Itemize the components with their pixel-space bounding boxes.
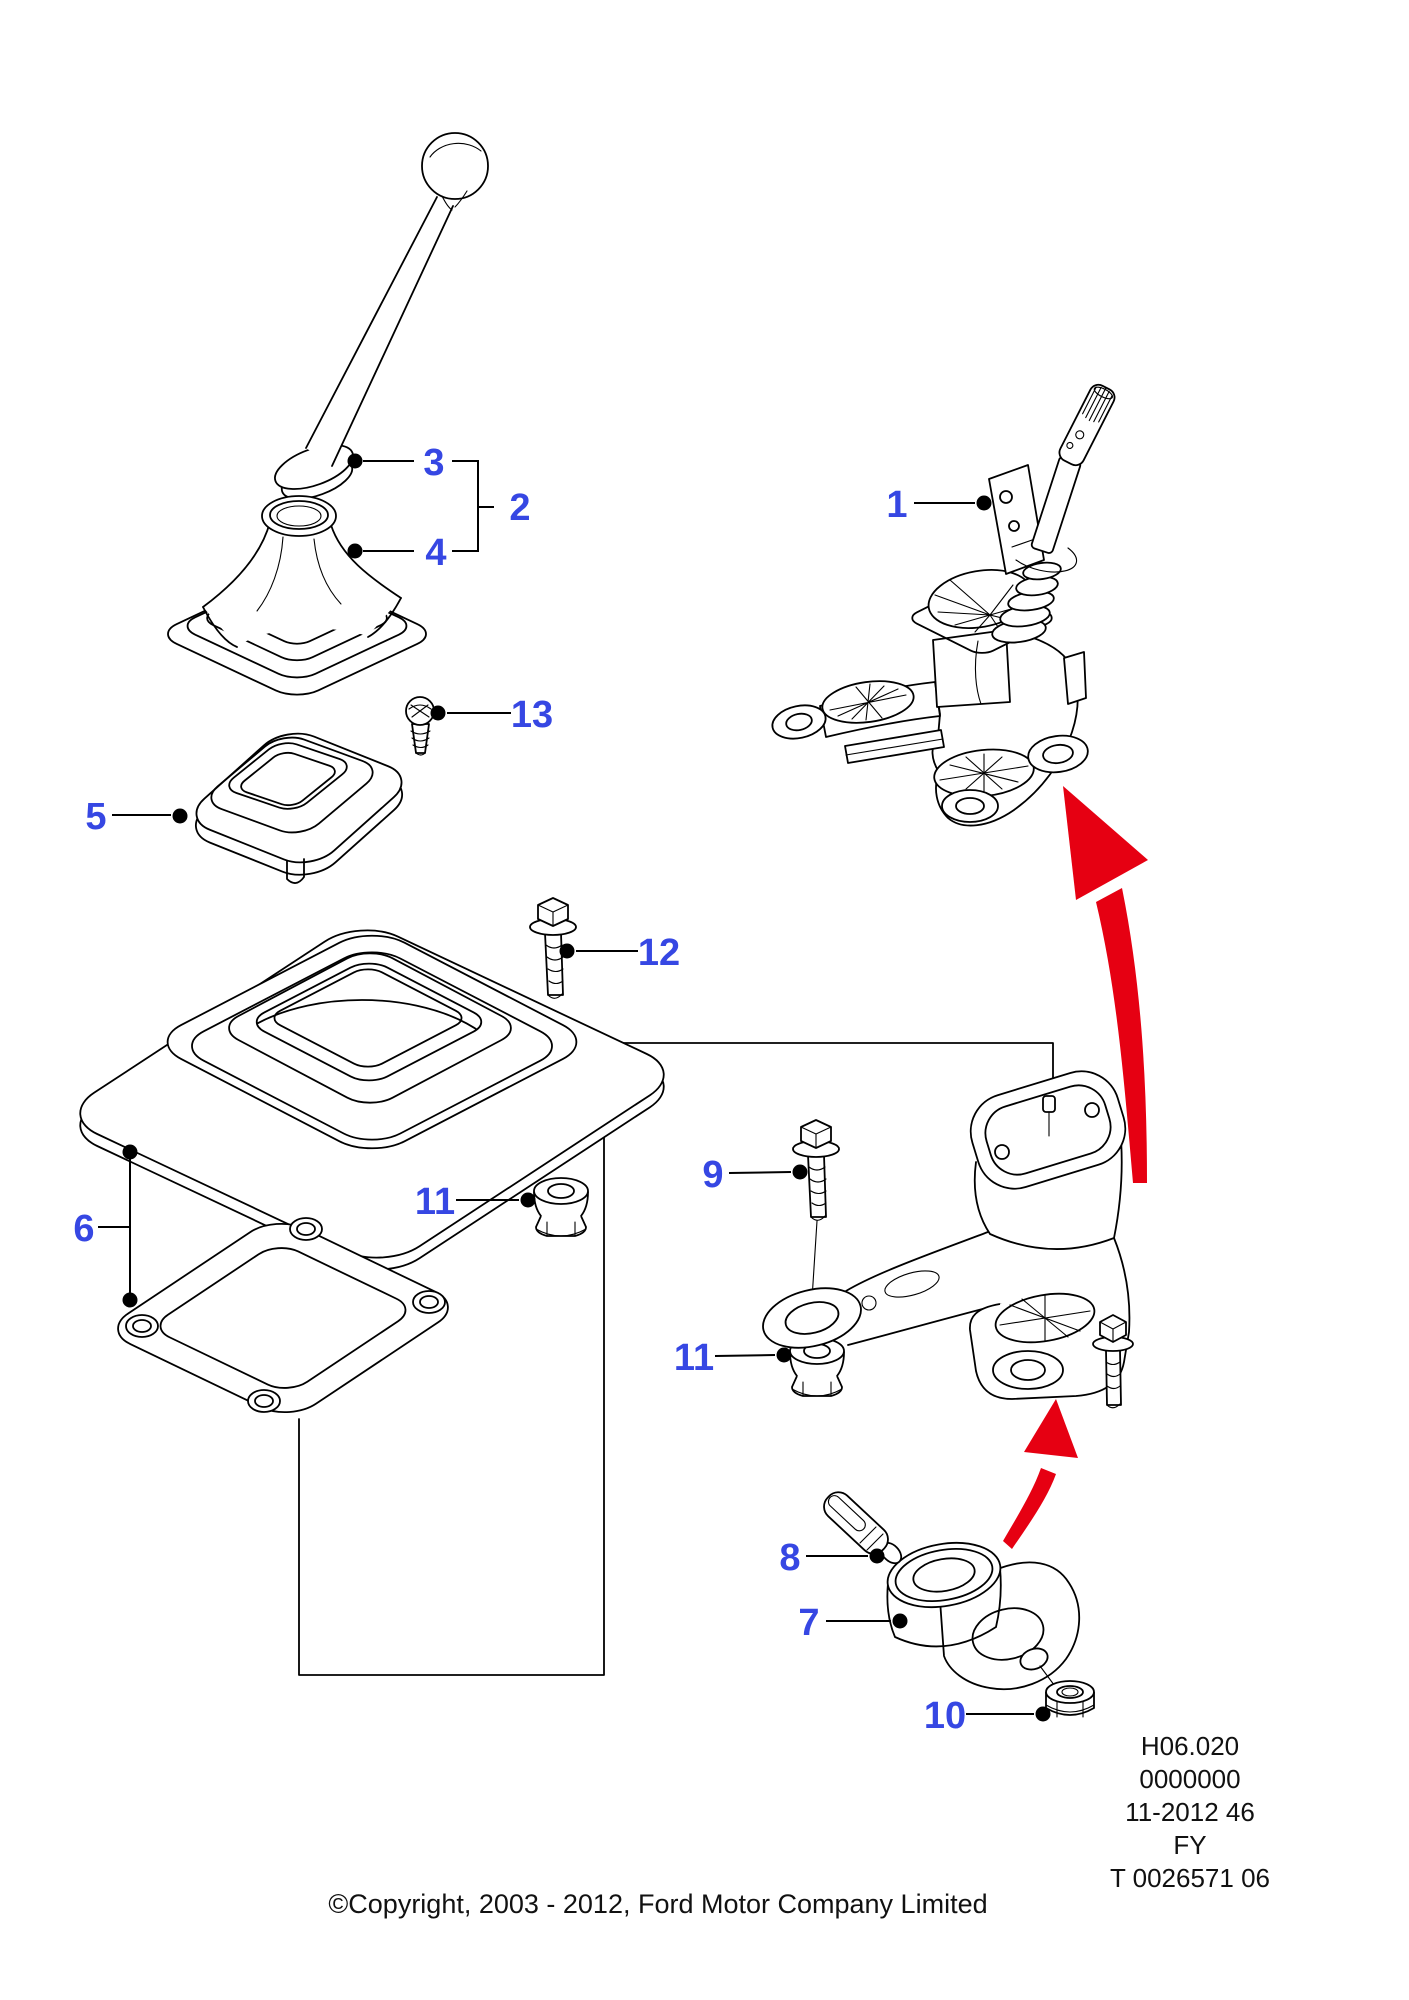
gear-knob [421,132,489,200]
part-10-nut [1045,1680,1095,1718]
info-drawing-number: T 0026571 06 [1110,1863,1270,1893]
callout-label-10: 10 [924,1695,966,1737]
part-9-alignment-line [811,1220,818,1300]
copyright-notice: ©Copyright, 2003 - 2012, Ford Motor Comp… [328,1889,987,1919]
part-1-gearshift-housing-assembly [771,383,1116,827]
callout-label-12: 12 [638,932,680,974]
part-13-screw [405,696,435,756]
callout-label-11a: 11 [415,1181,455,1223]
part-12-bolt [529,897,577,999]
info-date-code: 11-2012 46 [1125,1797,1255,1827]
info-section-code: H06.020 [1141,1731,1239,1761]
part-3-gearshift-lever [274,132,489,500]
callout-label-3: 3 [423,442,444,484]
part-6-gasket [102,1217,463,1413]
reference-box-outline [298,1042,1054,1676]
part-8-pivot-peg [823,1491,903,1565]
info-model-code: FY [1173,1830,1206,1860]
part-11-grommet [533,1177,589,1237]
callout-label-4: 4 [425,532,446,574]
info-part-code: 0000000 [1139,1764,1240,1794]
lower-shift-bracket [762,1070,1134,1409]
callout-label-1: 1 [886,484,907,526]
callout-label-13: 13 [511,694,553,736]
callout-label-6: 6 [73,1208,94,1250]
part-7-selector-housing [886,1542,1081,1698]
drawing-info-block: H06.020 0000000 11-2012 46 FY T 0026571 … [1110,1731,1270,1893]
callout-label-8: 8 [779,1537,800,1579]
callout-label-5: 5 [85,796,106,838]
callout-label-9: 9 [702,1154,723,1196]
red-assembly-arrow-large [1063,786,1148,1183]
part-4-upper-boot [156,495,439,700]
callout-label-2: 2 [509,487,530,529]
part-6-lower-boot [59,919,685,1282]
callout-label-11b: 11 [674,1337,714,1379]
part-5-boot-cover [181,725,418,884]
red-assembly-arrow-small [1003,1399,1078,1549]
callouts: 1 3 2 4 13 5 12 6 11 9 11 8 7 [73,442,1051,1737]
callout-label-7: 7 [798,1602,819,1644]
callout-bracket-2 [452,460,494,552]
